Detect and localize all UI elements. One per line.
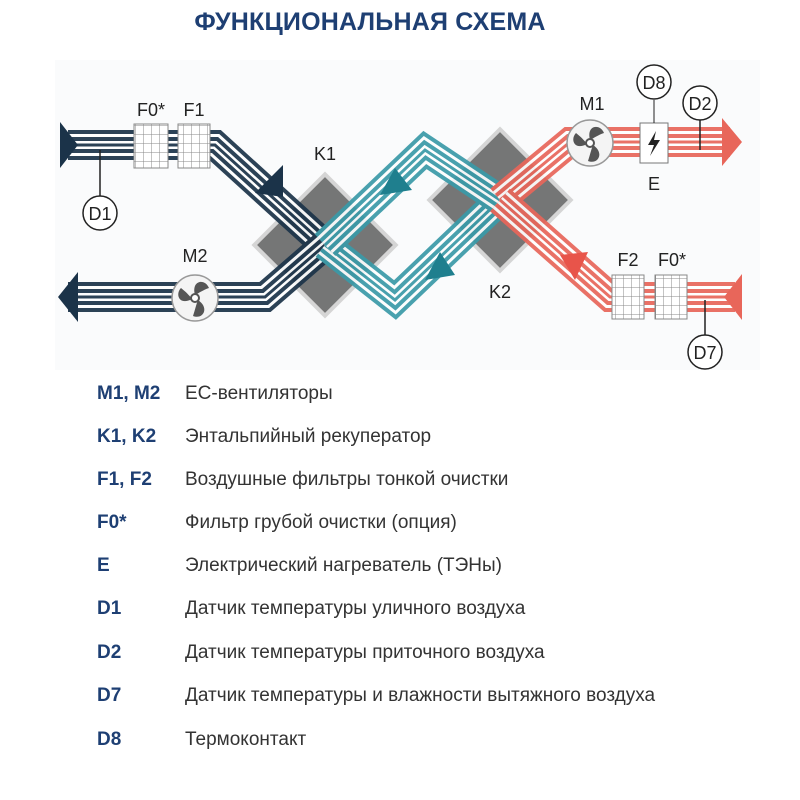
legend-desc: Термоконтакт xyxy=(185,729,307,750)
functional-diagram: F0* F1 K1 K2 M1 M2 F2 F0* E D1 D2 D8 D7 xyxy=(55,60,760,370)
label-e: E xyxy=(648,174,660,194)
exhaust-arrow-icon xyxy=(58,272,78,322)
flow-mid-b xyxy=(314,130,509,256)
legend-key: D8 xyxy=(97,729,122,750)
legend-desc: Воздушные фильтры тонкой очистки xyxy=(185,469,509,490)
legend-key: K1, K2 xyxy=(97,426,157,447)
legend-key: M1, M2 xyxy=(97,383,161,404)
filter-f0-top xyxy=(133,123,169,169)
filter-f0-bottom xyxy=(654,274,688,320)
legend-desc: Датчик температуры и влажности вытяжного… xyxy=(185,685,656,706)
sensor-d2 xyxy=(682,85,718,121)
label-d7: D7 xyxy=(693,343,716,363)
flow-exhaust-out xyxy=(68,233,335,312)
label-f2: F2 xyxy=(617,250,638,270)
legend-desc: Фильтр грубой очистки (опция) xyxy=(185,512,457,533)
label-d8: D8 xyxy=(642,73,665,93)
supply-arrow-icon xyxy=(722,118,742,166)
fan-m2-icon xyxy=(171,274,219,322)
legend-key: D2 xyxy=(97,642,122,663)
sensor-d7 xyxy=(687,334,723,370)
sensor-d1 xyxy=(82,195,118,231)
flow-arrow-icon xyxy=(560,252,588,280)
page-title: ФУНКЦИОНАЛЬНАЯ СХЕМА xyxy=(194,8,546,36)
legend-desc: ЕС-вентиляторы xyxy=(185,383,333,404)
legend-key: D7 xyxy=(97,685,122,706)
label-d2: D2 xyxy=(688,94,711,114)
label-m2: M2 xyxy=(182,246,207,266)
legend-key: F1, F2 xyxy=(97,469,152,490)
extract-arrow-icon xyxy=(724,274,742,320)
inlet-arrow-icon xyxy=(60,122,78,168)
label-f0-top: F0* xyxy=(137,100,165,120)
label-f0-bottom: F0* xyxy=(658,250,686,270)
legend-key: D1 xyxy=(97,598,122,619)
fan-m1-icon xyxy=(566,119,614,167)
label-m1: M1 xyxy=(579,94,604,114)
legend-desc: Датчик температуры уличного воздуха xyxy=(185,598,526,619)
heater-e xyxy=(639,100,669,164)
label-d1: D1 xyxy=(88,204,111,224)
legend-desc: Электрический нагреватель (ТЭНы) xyxy=(185,555,503,576)
legend-desc: Энтальпийный рекуператор xyxy=(185,426,432,447)
filter-f2 xyxy=(611,274,645,320)
filter-f1 xyxy=(177,123,211,169)
flow-extract-in xyxy=(490,188,735,312)
legend-key: E xyxy=(97,555,110,576)
label-k1: K1 xyxy=(314,144,336,164)
legend-key: F0* xyxy=(97,512,127,533)
flow-arrow-icon xyxy=(380,168,412,195)
sensor-d8 xyxy=(636,64,672,100)
flow-outdoor-supply xyxy=(68,130,336,257)
legend-desc: Датчик температуры приточного воздуха xyxy=(185,642,545,663)
flow-arrow-icon xyxy=(255,165,283,197)
lightning-icon xyxy=(648,131,660,156)
label-f1: F1 xyxy=(183,100,204,120)
label-k2: K2 xyxy=(489,282,511,302)
flow-arrow-icon xyxy=(425,252,455,280)
flow-mid-a xyxy=(315,189,511,320)
